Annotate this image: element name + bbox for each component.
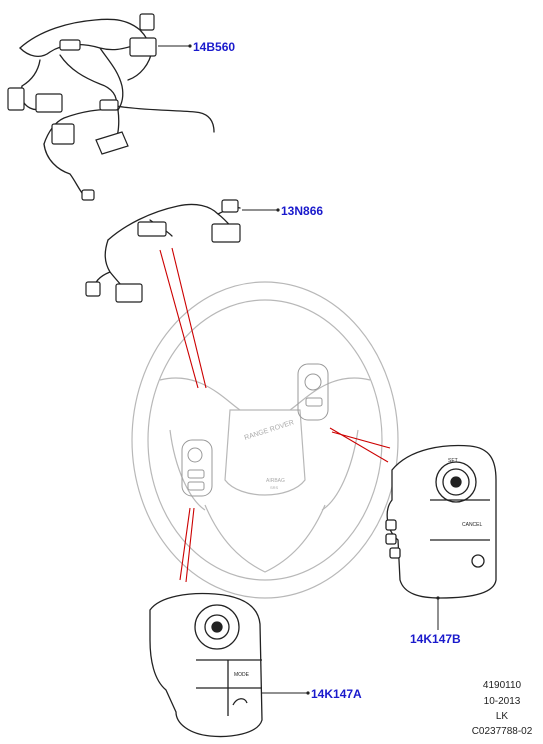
switch-module-left <box>149 592 263 738</box>
callout-14K147B: 14K147B <box>410 632 461 646</box>
callout-dots <box>188 44 440 695</box>
set-label: SET <box>448 458 458 464</box>
connector-blocks-lower <box>85 199 241 303</box>
callout-14B560: 14B560 <box>193 40 236 54</box>
leader-lines-red <box>159 247 391 583</box>
callout-14K147A: 14K147A <box>311 687 362 701</box>
drawing-number: 4190110 <box>482 680 522 691</box>
wheel-brand-text: RANGE ROVER <box>244 419 295 442</box>
wiring-harness-lower <box>93 203 241 297</box>
drawing-author: LK <box>495 711 509 722</box>
cancel-label: CANCEL <box>462 522 483 528</box>
switch-module-right <box>385 444 497 599</box>
drawing-reference: C0237788-02 <box>471 726 533 737</box>
airbag-sub-text: SRS <box>270 485 279 490</box>
mode-label: MODE <box>234 672 250 678</box>
connector-blocks-upper <box>7 13 157 201</box>
steering-wheel <box>131 281 399 599</box>
callout-leaders <box>158 45 439 694</box>
drawing-date: 10-2013 <box>483 696 521 707</box>
callout-13N866: 13N866 <box>281 204 324 218</box>
wheel-switch-right-ghost <box>297 363 329 421</box>
airbag-text: AIRBAG <box>266 478 285 484</box>
wheel-switch-left-ghost <box>181 439 213 497</box>
